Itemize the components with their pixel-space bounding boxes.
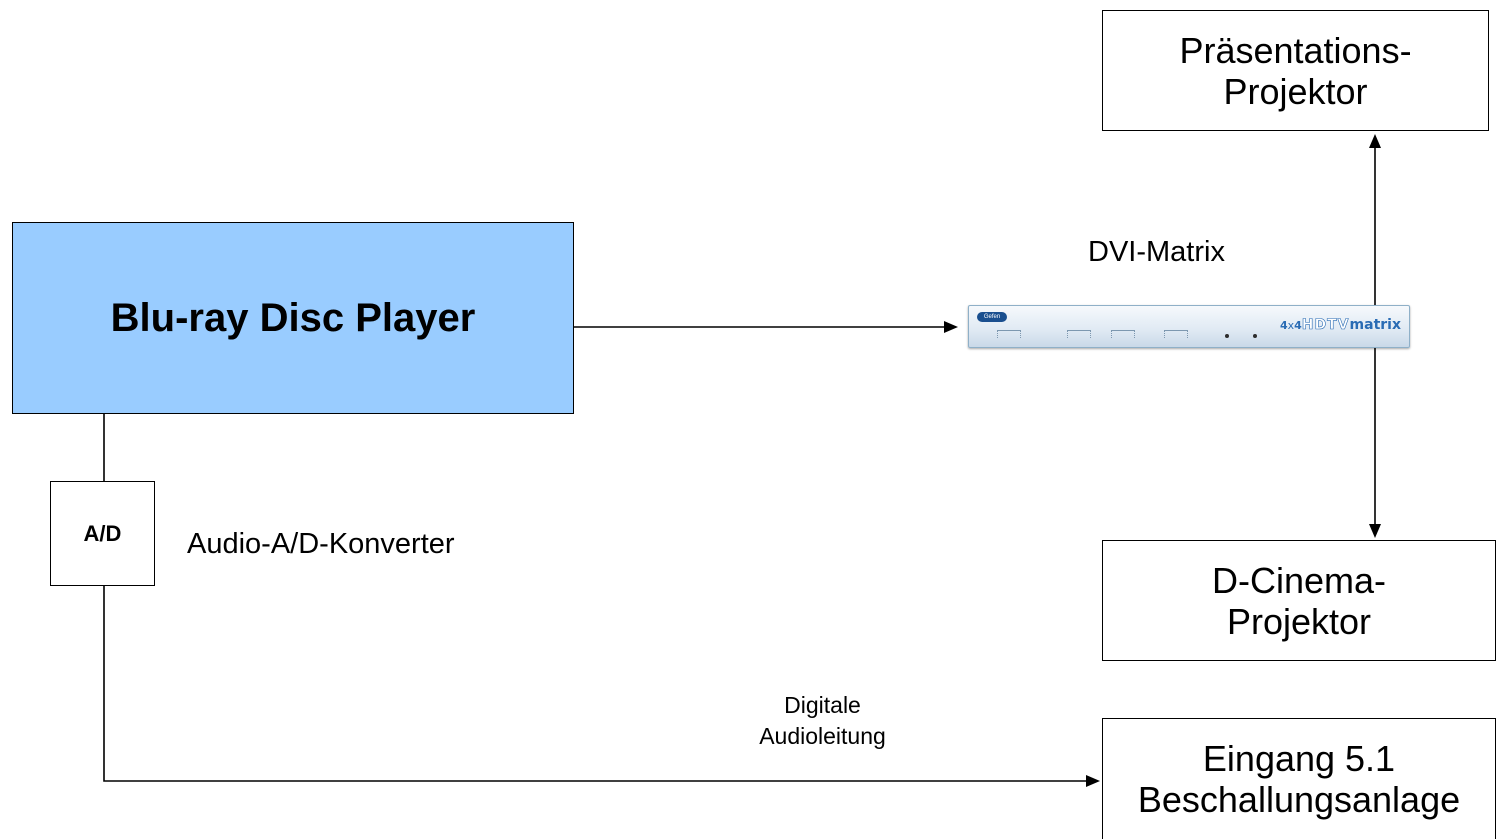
presentation-projector-line1: Präsentations- [1179,29,1412,71]
device-indicator-led [1225,334,1229,338]
arrowhead-presentation-projector [1369,134,1381,148]
device-port-group [1111,330,1135,338]
presentation-projector-line2: Projektor [1223,70,1368,112]
presentation-projector-box: Präsentations- Projektor [1102,10,1489,131]
dvi-matrix-caption: DVI-Matrix [1088,236,1225,268]
digital-audio-label-line1: Digitale [784,692,861,718]
link-converter-to-sound-system [103,585,1086,782]
ad-converter-box: A/D [50,481,155,586]
device-port-group [1067,330,1091,338]
sound-system-box: Eingang 5.1 Beschallungsanlage [1102,718,1496,839]
device-brand-logo: Gefen [977,312,1007,322]
device-port-group [997,330,1021,338]
arrowhead-matrix [944,321,958,333]
device-model-text: 4x4HDTVmatrix [1279,317,1401,334]
cinema-projector-box: D-Cinema- Projektor [1102,540,1496,661]
ad-converter-caption: Audio-A/D-Konverter [187,528,455,560]
device-indicator-led [1253,334,1257,338]
dvi-matrix-device: Gefen 4x4HDTVmatrix [968,305,1410,348]
cinema-projector-line2: Projektor [1226,600,1372,642]
arrowhead-sound-system [1086,775,1100,787]
sound-system-line1: Eingang 5.1 [1202,738,1396,779]
arrowhead-cinema-projector [1369,524,1381,538]
bluray-player-box: Blu-ray Disc Player [12,222,574,414]
device-port-group [1164,330,1188,338]
bluray-player-label: Blu-ray Disc Player [110,295,476,340]
ad-converter-label: A/D [83,520,122,546]
digital-audio-label-line2: Audioleitung [759,723,886,749]
sound-system-line2: Beschallungsanlage [1137,779,1461,820]
digital-audio-label: Digitale Audioleitung [720,690,925,752]
cinema-projector-line1: D-Cinema- [1211,559,1387,601]
